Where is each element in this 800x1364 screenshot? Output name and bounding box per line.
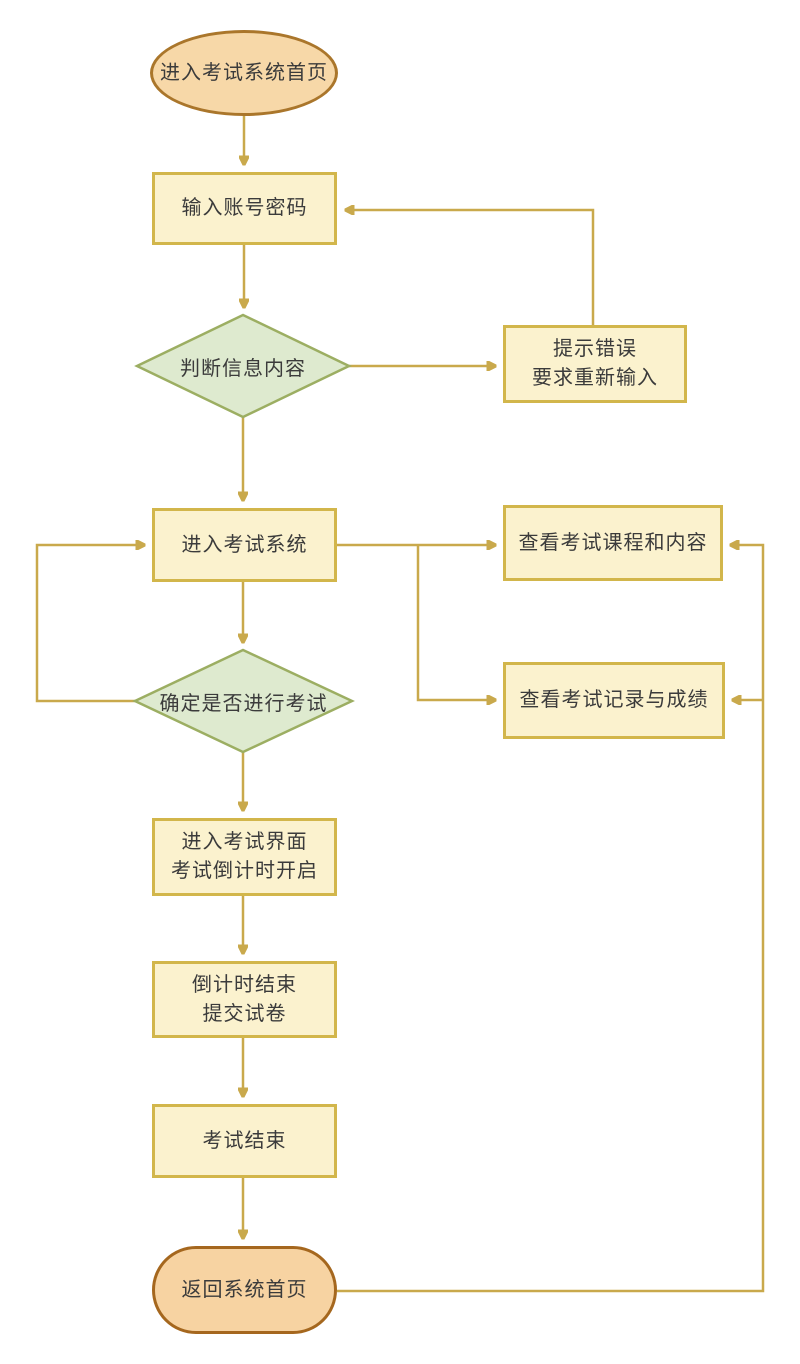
node-check-shape: [134, 313, 352, 419]
node-enter: 进入考试系统: [152, 508, 337, 582]
node-courses-label: 查看考试课程和内容: [518, 531, 708, 554]
node-start-label: 进入考试系统首页: [160, 61, 328, 84]
connector-home-to-courses: [337, 545, 765, 1293]
node-check-label: 判断信息内容: [180, 357, 306, 380]
connector-confirm-to-enter: [35, 545, 144, 703]
node-courses: 查看考试课程和内容: [503, 505, 723, 581]
node-submit: 倒计时结束 提交试卷: [152, 961, 337, 1038]
node-error: 提示错误 要求重新输入: [503, 325, 687, 403]
node-end-label: 考试结束: [202, 1129, 287, 1152]
node-home: 返回系统首页: [152, 1246, 337, 1334]
node-exam-ui: 进入考试界面 考试倒计时开启: [152, 818, 337, 896]
node-exam-ui-label: 进入考试界面 考试倒计时开启: [171, 831, 318, 882]
connector-error-to-input: [346, 210, 595, 325]
node-error-label: 提示错误 要求重新输入: [532, 338, 658, 389]
node-input: 输入账号密码: [152, 172, 337, 245]
node-home-label: 返回系统首页: [181, 1278, 308, 1301]
connector-enter-to-records: [416, 545, 495, 700]
node-start: 进入考试系统首页: [150, 30, 338, 116]
node-input-label: 输入账号密码: [181, 197, 308, 219]
node-records: 查看考试记录与成绩: [503, 662, 725, 739]
node-confirm-label: 确定是否进行考试: [159, 693, 328, 715]
node-submit-label: 倒计时结束 提交试卷: [192, 973, 297, 1025]
node-end: 考试结束: [152, 1104, 337, 1178]
node-confirm-shape: [132, 648, 355, 754]
node-confirm: 确定是否进行考试: [135, 650, 352, 753]
node-records-label: 查看考试记录与成绩: [519, 689, 709, 711]
node-enter-label: 进入考试系统: [181, 533, 308, 556]
node-check: 判断信息内容: [137, 315, 349, 417]
